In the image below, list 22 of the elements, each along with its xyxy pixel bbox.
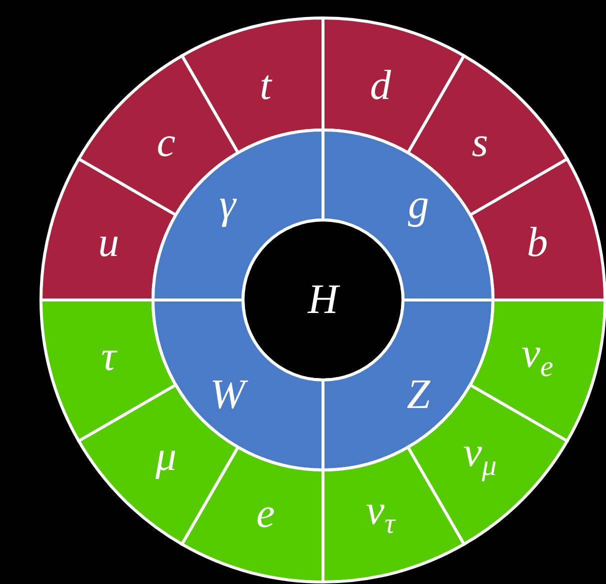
quark-segment (468, 158, 606, 302)
particle-symbol: H (308, 279, 338, 321)
particle-symbol: s (472, 122, 488, 164)
quark-segment (40, 158, 178, 302)
particle-symbol: γ (219, 184, 236, 226)
particle-symbol: Z (406, 374, 430, 416)
particle-symbol: e (256, 493, 275, 536)
lepton-segment (180, 446, 324, 584)
particle-symbol: ν$_{τ}$ (366, 490, 396, 540)
particle-symbol: u (98, 222, 120, 264)
lepton-segment (322, 446, 466, 584)
particle-symbol: τ (101, 336, 116, 378)
particle-symbol: g (408, 184, 429, 226)
particle-symbol: ν$_{e}$ (522, 332, 554, 382)
lepton-segment (468, 298, 606, 442)
particle-symbol: t (260, 64, 272, 107)
particle-symbol: d (370, 64, 391, 107)
particle-symbol: μ (155, 436, 177, 478)
higgs-circle (242, 218, 404, 382)
particle-symbol: ν$_{μ}$ (463, 432, 497, 482)
particle-symbol: c (156, 122, 176, 164)
particle-symbol: b (526, 222, 548, 264)
